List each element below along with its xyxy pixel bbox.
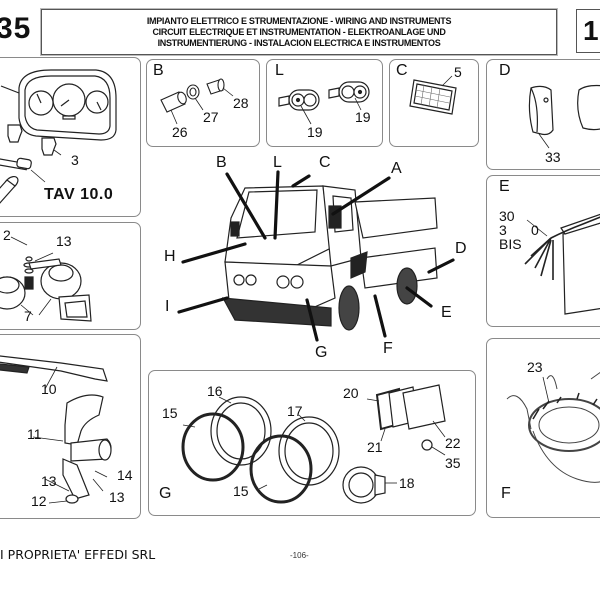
callout-35: 35 xyxy=(445,455,461,471)
callout-20: 20 xyxy=(343,385,359,401)
callout-2: 2 xyxy=(3,227,11,243)
panel-label-l: L xyxy=(275,62,284,79)
copyright-text: I PROPRIETA' EFFEDI SRL xyxy=(0,547,156,562)
panel-label-f: F xyxy=(501,485,511,502)
callout-19: 19 xyxy=(355,109,371,125)
panel-label-d: D xyxy=(499,62,511,79)
page-box: 1 xyxy=(576,9,600,53)
pointer-f: F xyxy=(383,340,393,357)
panel-c: C 5 xyxy=(389,59,479,147)
truck-drawing xyxy=(177,170,455,342)
panel-label-g: G xyxy=(159,485,172,502)
pointer-e: E xyxy=(441,304,452,321)
callout-16: 16 xyxy=(207,383,223,399)
panel-b: B 26 27 28 xyxy=(146,59,260,147)
cigarette-lighter-drawing xyxy=(160,78,234,125)
callout-23: 23 xyxy=(527,359,543,375)
panel-l: L 19 19 xyxy=(266,59,383,147)
callout-0: 0 xyxy=(531,222,539,238)
section-title-box: IMPIANTO ELETTRICO E STRUMENTAZIONE - WI… xyxy=(41,9,557,55)
panel-f: F 23 xyxy=(486,338,600,518)
callout-15: 15 xyxy=(233,483,249,499)
steering-switch-drawing xyxy=(506,371,600,483)
pointer-h: H xyxy=(164,248,176,265)
callout-13: 13 xyxy=(56,233,72,249)
callout-11: 11 xyxy=(27,426,42,442)
callout-30: 30 xyxy=(499,208,515,224)
pointer-d: D xyxy=(455,240,467,257)
panel-label-c: C xyxy=(396,62,408,79)
switch-drawing xyxy=(278,81,370,125)
headlights-drawing xyxy=(181,384,446,504)
page-number: -106- xyxy=(290,551,309,560)
battery-drawing xyxy=(524,213,600,315)
pointer-g: G xyxy=(315,344,328,361)
pointer-a: A xyxy=(391,160,402,177)
callout-7: 7 xyxy=(24,308,32,324)
panel-g: G 16 15 17 15 20 21 22 35 18 xyxy=(148,370,476,516)
title-line-1: IMPIANTO ELETTRICO E STRUMENTAZIONE - WI… xyxy=(146,15,452,26)
truck-overview: B L C A H D I E G F xyxy=(145,148,480,370)
panel-wiper: 10 11 13 12 14 13 xyxy=(0,334,141,519)
callout-15: 15 xyxy=(162,405,178,421)
title-line-2: CIRCUIT ELECTRIQUE ET INSTRUMENTATION - … xyxy=(152,26,446,37)
title-line-3: INSTRUMENTIERUNG - INSTALACION ELECTRICA… xyxy=(157,37,441,48)
instrument-cluster-drawing xyxy=(0,69,117,204)
section-number: 35 xyxy=(0,12,32,45)
callout-10: 10 xyxy=(41,381,57,397)
pointer-b: B xyxy=(216,154,227,171)
panel-instruments: 3 xyxy=(0,57,141,217)
callout-19: 19 xyxy=(307,124,323,140)
callout-3: 3 xyxy=(71,152,79,168)
callout-28: 28 xyxy=(233,95,249,111)
callout-22: 22 xyxy=(445,435,461,451)
callout-12: 12 xyxy=(31,493,47,509)
panel-e: E 30 3 0 BIS xyxy=(486,175,600,327)
callout-3: 3 xyxy=(499,222,507,238)
callout-5: 5 xyxy=(454,64,462,80)
callout-33: 33 xyxy=(545,149,561,165)
callout-13: 13 xyxy=(109,489,125,505)
pointer-l: L xyxy=(273,154,282,171)
model-label: TAV 10.0 xyxy=(44,186,114,203)
callout-21: 21 xyxy=(367,439,383,455)
pointer-i: I xyxy=(165,298,170,315)
panel-d: D 33 xyxy=(486,59,600,170)
horn-drawing xyxy=(0,236,92,322)
callout-26: 26 xyxy=(172,124,188,140)
callout-14: 14 xyxy=(117,467,133,483)
panel-label-e: E xyxy=(499,178,510,195)
pointer-c: C xyxy=(319,154,331,171)
callout-13: 13 xyxy=(41,473,57,489)
callout-18: 18 xyxy=(399,475,415,491)
panel-label-b: B xyxy=(153,62,164,79)
wiper-drawing xyxy=(0,355,112,504)
callout-17: 17 xyxy=(287,403,303,419)
panel-horn: 2 13 7 xyxy=(0,222,141,330)
callout-bis: BIS xyxy=(499,236,522,252)
callout-27: 27 xyxy=(203,109,219,125)
light-drawing xyxy=(528,84,600,149)
lamp-drawing xyxy=(409,75,457,115)
